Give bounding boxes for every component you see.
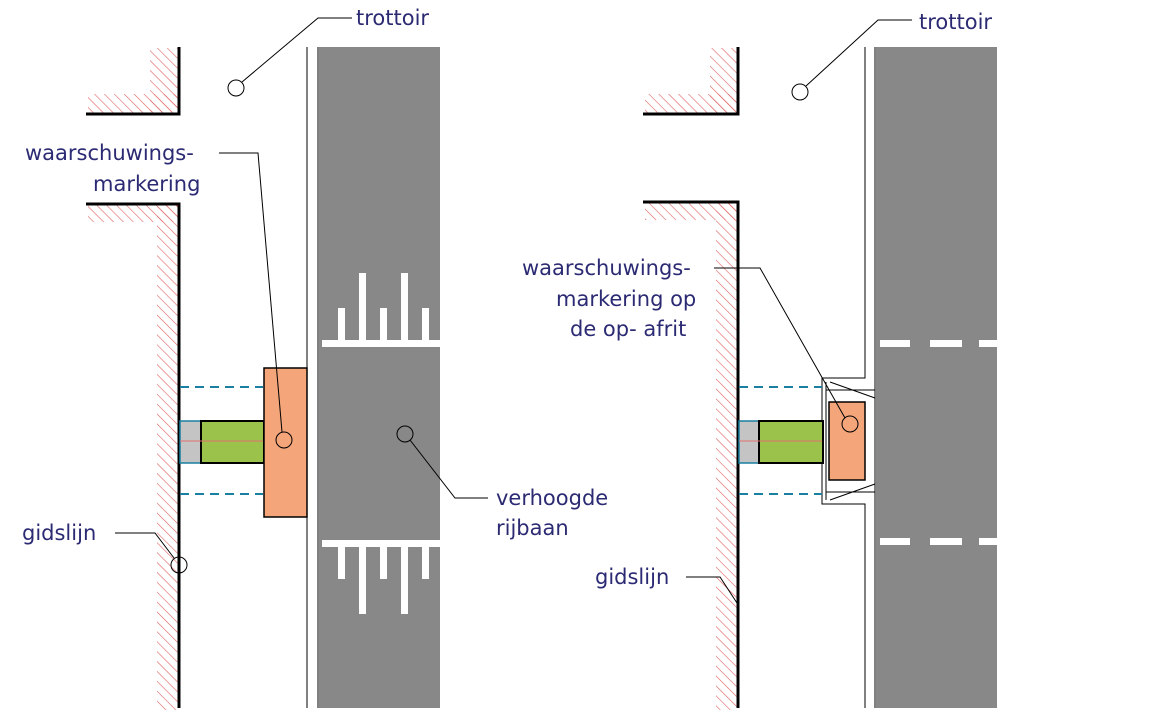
left-warning-marker bbox=[275, 431, 293, 449]
left-warning-marking bbox=[263, 367, 308, 518]
left-lower-stripes bbox=[322, 540, 440, 614]
right-trottoir-marker bbox=[791, 83, 809, 101]
left-guideline-leader bbox=[115, 532, 175, 559]
right-trottoir-leader bbox=[805, 19, 912, 87]
right-driveway-ramp bbox=[825, 381, 876, 501]
right-lower-dashes bbox=[880, 538, 997, 545]
left-trottoir-marker bbox=[227, 79, 245, 97]
right-guideline-leader bbox=[686, 576, 738, 604]
left-raised-label-line2: rijbaan bbox=[496, 516, 569, 540]
left-panel: trottoir waarschuwings- markering verhoo… bbox=[22, 6, 608, 710]
right-curb-line bbox=[821, 47, 866, 708]
right-upper-dashes bbox=[880, 340, 997, 347]
left-raised-marker bbox=[396, 425, 414, 443]
right-warning-label-line2: markering op bbox=[556, 287, 696, 311]
left-trottoir-label: trottoir bbox=[356, 6, 429, 30]
right-warning-leader bbox=[714, 267, 846, 419]
left-warning-leader bbox=[219, 152, 283, 433]
right-warning-marking bbox=[828, 401, 866, 481]
left-raised-leader bbox=[409, 439, 488, 499]
right-lower-wall bbox=[643, 200, 740, 710]
left-raised-label-line1: verhoogde bbox=[496, 486, 608, 510]
right-road bbox=[876, 47, 997, 708]
left-road bbox=[319, 47, 440, 708]
left-lower-wall bbox=[86, 202, 181, 710]
right-warning-label-line3: de op- afrit bbox=[570, 317, 686, 341]
right-warning-marker bbox=[841, 415, 859, 433]
right-warning-label-line1: waarschuwings- bbox=[522, 256, 691, 280]
right-upper-wall bbox=[643, 47, 740, 116]
left-warning-label-line1: waarschuwings- bbox=[25, 141, 194, 165]
right-trottoir-label: trottoir bbox=[919, 10, 992, 34]
left-upper-wall bbox=[86, 47, 181, 116]
left-trottoir-leader bbox=[241, 17, 352, 83]
left-warning-label-line2: markering bbox=[93, 172, 200, 196]
left-crossing bbox=[179, 386, 265, 495]
right-panel: trottoir waarschuwings- markering op de … bbox=[522, 10, 997, 710]
left-guideline-marker bbox=[170, 556, 188, 574]
left-upper-stripes bbox=[322, 273, 440, 347]
left-guideline-label: gidslijn bbox=[22, 521, 96, 545]
right-guideline-label: gidslijn bbox=[595, 565, 669, 589]
right-crossing bbox=[738, 386, 824, 495]
